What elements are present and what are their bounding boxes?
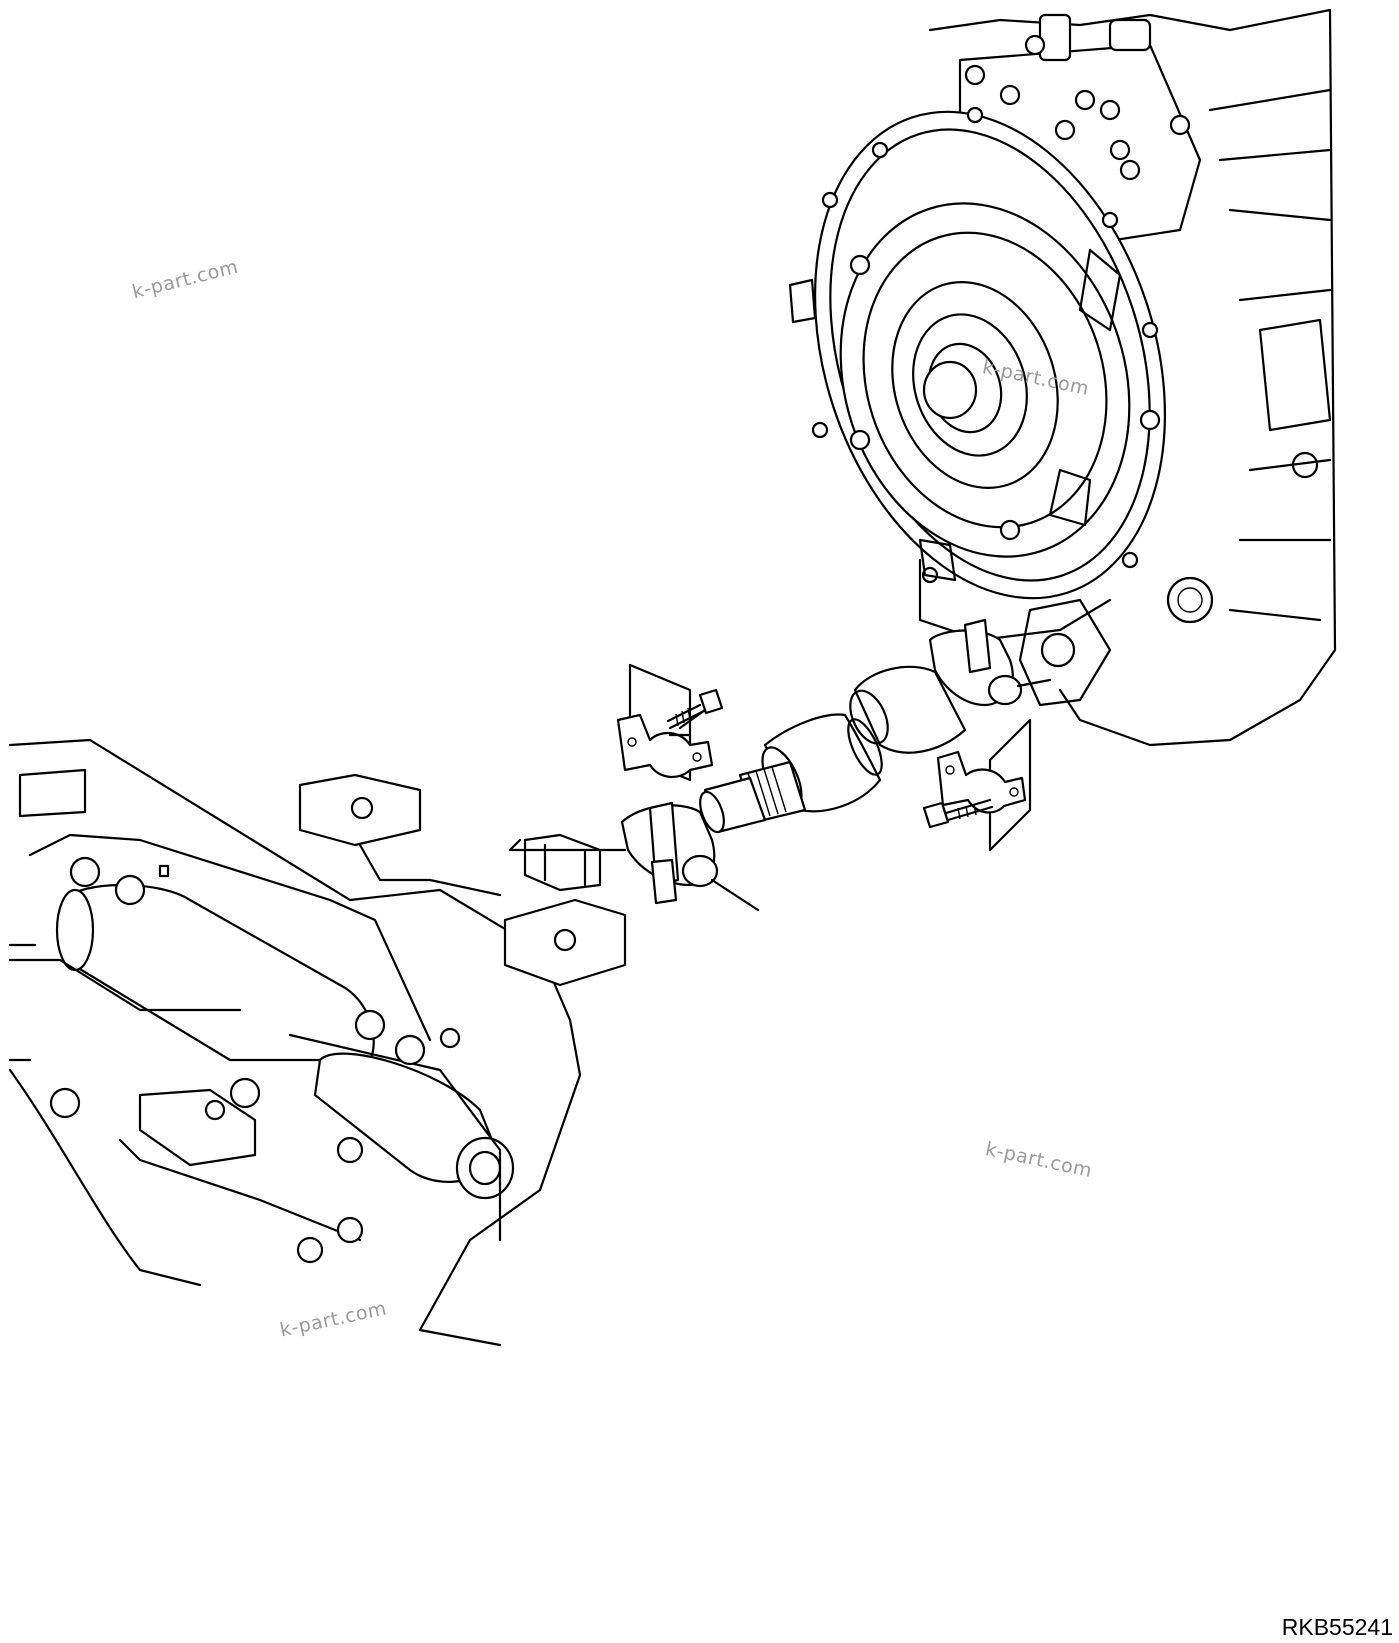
upper-clamp-bracket xyxy=(616,663,724,782)
rear-yoke xyxy=(928,618,1052,707)
transmission-assembly xyxy=(788,8,1337,747)
front-yoke xyxy=(620,801,760,912)
drive-shaft xyxy=(699,665,967,834)
front-axle-assembly xyxy=(8,738,627,1347)
lower-clamp-bracket xyxy=(922,718,1032,852)
drawing-code: RKB55241 xyxy=(1281,1614,1393,1640)
